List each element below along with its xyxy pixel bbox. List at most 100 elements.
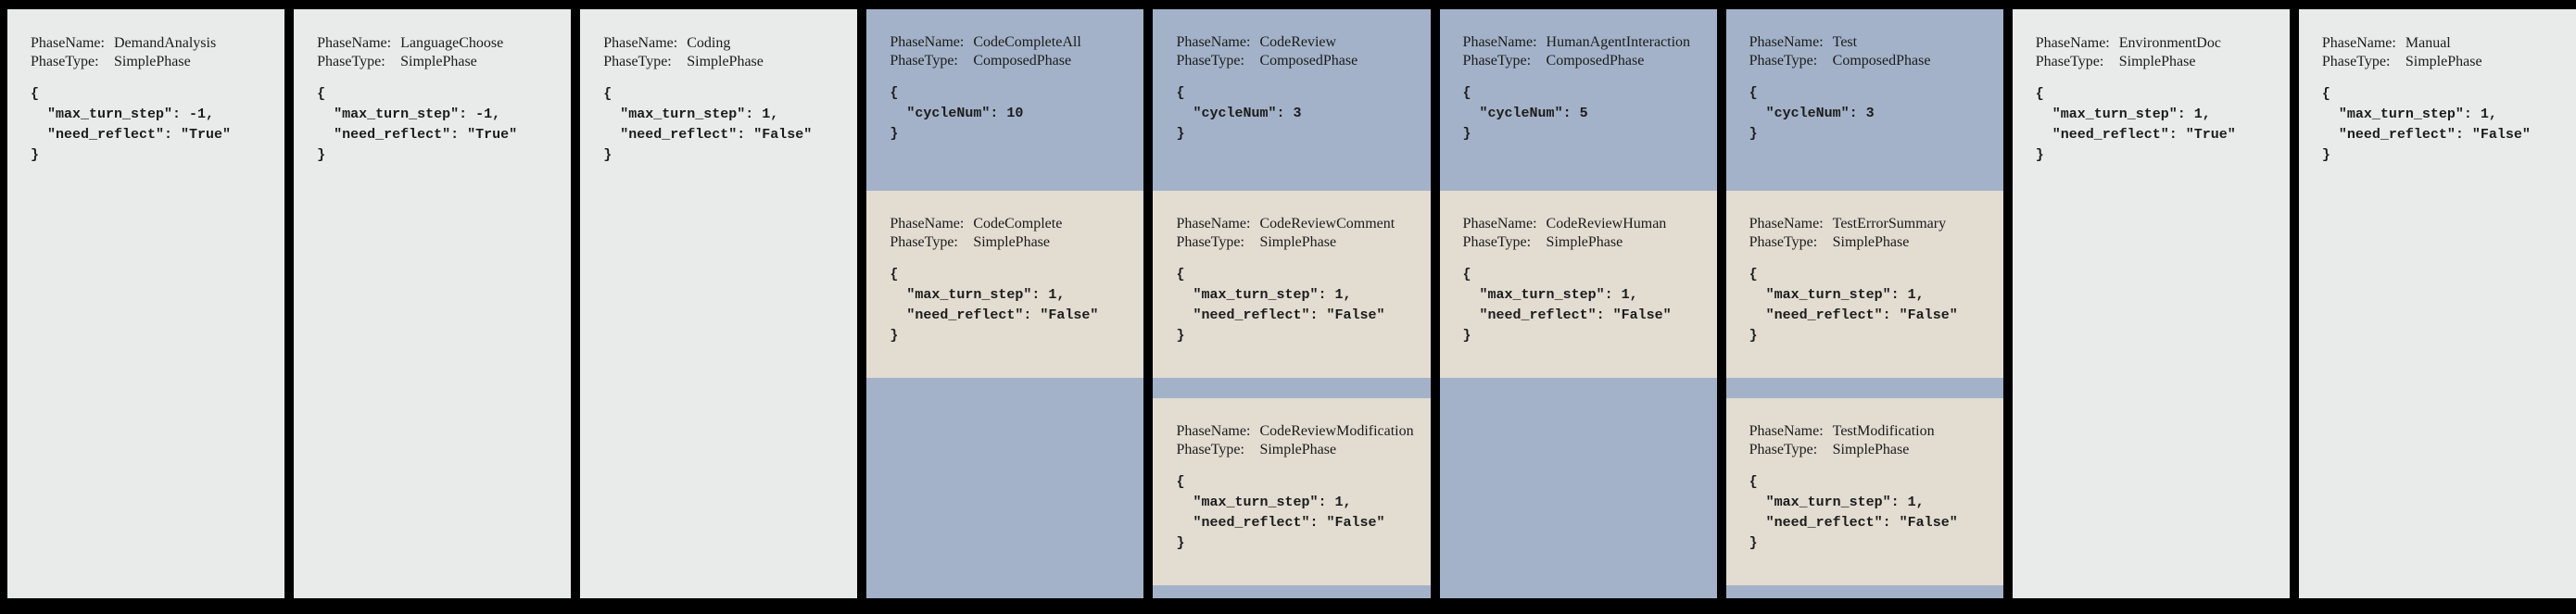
phase-type-value: SimplePhase: [1546, 234, 1623, 250]
phase-card-codereview: PhaseName:CodeReview PhaseType:ComposedP…: [1153, 9, 1431, 598]
sub-phase-block-testmodification: PhaseName: TestModification PhaseType:Sim…: [1725, 398, 2003, 585]
phase-name-row: PhaseName:TestErrorSummary: [1749, 215, 1990, 233]
phase-name-label: PhaseName:: [2321, 35, 2396, 51]
phase-type-row: PhaseType: SimplePhase: [2322, 53, 2563, 71]
phase-name-label: PhaseName:: [2035, 35, 2110, 51]
phase-block: PhaseName:Test PhaseType:ComposedPhase {…: [1726, 9, 2003, 191]
phase-card-test: PhaseName:Test PhaseType:ComposedPhase {…: [1725, 9, 2003, 598]
phase-type-row: PhaseType: ComposedPhase: [1463, 52, 1704, 70]
phase-name-value: CodeComplete: [973, 216, 1063, 232]
phase-type-row: PhaseType:SimplePhase: [1176, 233, 1417, 252]
phase-type-row: PhaseType: SimplePhase: [317, 53, 558, 71]
phase-type-value: SimplePhase: [2405, 54, 2482, 69]
phase-name-row: PhaseName:LanguageChoose: [317, 34, 558, 53]
phase-config-json: { "max_turn_step": -1, "need_reflect": "…: [317, 86, 518, 163]
phase-name-label: PhaseName:: [1462, 216, 1537, 232]
phase-config-json: { "max_turn_step": 1, "need_reflect": "F…: [1749, 474, 1958, 551]
phase-type-row: PhaseType:SimplePhase: [2036, 53, 2277, 71]
phase-name-label: PhaseName:: [1462, 34, 1537, 50]
phase-type-value: SimplePhase: [114, 54, 191, 69]
sub-phase-block-codecomplete: PhaseName: CodeComplete PhaseType:SimpleP…: [866, 191, 1144, 378]
phase-type-label: PhaseType:: [1749, 53, 1818, 69]
phase-name-value: Coding: [687, 35, 731, 51]
phase-type-value: ComposedPhase: [1832, 53, 1931, 69]
phase-name-label: PhaseName:: [890, 216, 965, 232]
phase-name-value: Manual: [2405, 35, 2451, 51]
phase-name-label: PhaseName:: [603, 35, 678, 51]
phase-block: PhaseName: Coding PhaseType: SimplePhase {…: [580, 9, 857, 166]
phase-type-label: PhaseType:: [603, 54, 672, 69]
phase-config-json: { "max_turn_step": 1, "need_reflect": "F…: [1176, 267, 1385, 344]
sub-phase-block-testerrorsummary: PhaseName:TestErrorSummary PhaseType: Sim…: [1725, 191, 2003, 378]
phase-name-label: PhaseName:: [1749, 34, 1824, 50]
phase-type-value: SimplePhase: [2118, 54, 2196, 69]
phase-config-json: { "cycleNum": 3 }: [1749, 85, 1875, 142]
phase-type-value: SimplePhase: [687, 54, 764, 69]
phase-type-row: PhaseType: SimplePhase: [1749, 233, 1990, 252]
phase-type-label: PhaseType:: [890, 234, 958, 250]
phase-config-json: { "cycleNum": 10 }: [890, 85, 1024, 142]
phase-type-value: ComposedPhase: [1546, 53, 1645, 69]
sub-phase-block-codereviewhuman: PhaseName: CodeReviewHuman PhaseType: Simp…: [1439, 191, 1717, 378]
phase-type-label: PhaseType:: [2321, 54, 2391, 69]
phase-name-label: PhaseName:: [890, 34, 965, 50]
phase-type-label: PhaseType:: [1176, 442, 1244, 457]
phase-type-row: PhaseType: ComposedPhase: [890, 52, 1130, 70]
phase-type-row: PhaseType:ComposedPhase: [1176, 52, 1417, 70]
phase-config-json: { "max_turn_step": 1, "need_reflect": "F…: [1176, 474, 1385, 551]
phase-name-value: CodeReviewHuman: [1546, 216, 1667, 232]
phase-type-row: PhaseType:SimplePhase: [1749, 441, 1990, 459]
phase-type-row: PhaseType:SimplePhase: [890, 233, 1130, 252]
phase-name-row: PhaseName: CodeCompleteAll: [890, 33, 1130, 52]
phase-name-label: PhaseName:: [1176, 216, 1251, 232]
phase-type-label: PhaseType:: [1462, 53, 1532, 69]
phase-card-demandanalysis: PhaseName:DemandAnalysis PhaseType: Simpl…: [7, 9, 285, 598]
phase-type-value: ComposedPhase: [973, 53, 1072, 69]
phase-name-row: PhaseName: Coding: [603, 34, 844, 53]
phase-config-json: { "max_turn_step": 1, "need_reflect": "F…: [603, 86, 813, 163]
phase-block: PhaseName: HumanAgentInteraction PhaseTyp…: [1440, 9, 1717, 191]
phase-type-label: PhaseType:: [31, 54, 99, 69]
phase-card-languagechoose: PhaseName:LanguageChoose PhaseType: Simpl…: [294, 9, 572, 598]
phase-config-json: { "max_turn_step": 1, "need_reflect": "F…: [1462, 267, 1672, 344]
phase-type-label: PhaseType:: [317, 54, 385, 69]
sub-phase-block-codereviewmodification: PhaseName:CodeReviewModification PhaseTy…: [1153, 398, 1431, 585]
phase-block: PhaseName:DemandAnalysis PhaseType: Simpl…: [7, 9, 284, 166]
phase-type-row: PhaseType: SimplePhase: [1176, 441, 1417, 459]
phase-card-codecompleteall: PhaseName: CodeCompleteAll PhaseType: Comp…: [866, 9, 1144, 598]
phase-name-value: HumanAgentInteraction: [1546, 34, 1691, 50]
phase-name-row: PhaseName:CodeReviewModification: [1176, 422, 1417, 441]
phase-config-json: { "cycleNum": 3 }: [1176, 85, 1302, 142]
phase-type-row: PhaseType: SimplePhase: [31, 53, 271, 71]
phase-type-value: SimplePhase: [1259, 442, 1337, 457]
phase-name-label: PhaseName:: [1749, 216, 1824, 232]
phase-block: PhaseName:LanguageChoose PhaseType: Simpl…: [294, 9, 571, 166]
phase-name-value: EnvironmentDoc: [2118, 35, 2221, 51]
phase-name-label: PhaseName:: [1176, 34, 1251, 50]
phase-type-label: PhaseType:: [1462, 234, 1532, 250]
phase-name-label: PhaseName:: [1176, 423, 1251, 439]
phase-config-json: { "cycleNum": 5 }: [1462, 85, 1588, 142]
phase-type-value: SimplePhase: [1832, 442, 1910, 457]
phase-type-label: PhaseType:: [1749, 234, 1818, 250]
phase-card-coding: PhaseName: Coding PhaseType: SimplePhase {…: [580, 9, 858, 598]
phase-type-value: SimplePhase: [400, 54, 477, 69]
phase-name-label: PhaseName:: [1749, 423, 1824, 439]
phase-name-value: TestModification: [1832, 423, 1935, 439]
phase-name-value: CodeReview: [1259, 34, 1337, 50]
phase-name-value: DemandAnalysis: [114, 35, 217, 51]
phase-name-row: PhaseName:CodeReviewComment: [1176, 215, 1417, 233]
phase-config-json: { "max_turn_step": -1, "need_reflect": "…: [31, 86, 232, 163]
phase-type-value: SimplePhase: [1259, 234, 1337, 250]
phase-type-value: ComposedPhase: [1259, 53, 1358, 69]
phase-config-json: { "max_turn_step": 1, "need_reflect": "T…: [2035, 86, 2236, 163]
phase-type-label: PhaseType:: [890, 53, 958, 69]
phase-name-row: PhaseName:DemandAnalysis: [31, 34, 271, 53]
phase-block: PhaseName: CodeCompleteAll PhaseType: Comp…: [866, 9, 1143, 191]
phase-config-json: { "max_turn_step": 1, "need_reflect": "F…: [2321, 86, 2531, 163]
phase-name-row: PhaseName: CodeReview: [1176, 33, 1417, 52]
phase-block: PhaseName: EnvironmentDoc PhaseType:Simpl…: [2013, 9, 2290, 166]
phase-name-value: CodeCompleteAll: [973, 34, 1081, 50]
phase-type-value: SimplePhase: [1832, 234, 1910, 250]
